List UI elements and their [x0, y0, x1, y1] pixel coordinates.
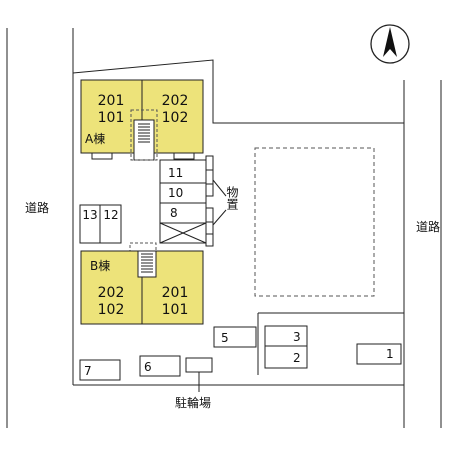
- stall-label-3: 3: [293, 330, 301, 344]
- storage-label: 物置: [225, 186, 239, 210]
- building-a-unit-102: 102: [162, 110, 189, 126]
- storage-pointer-top: [212, 179, 227, 197]
- building-a-unit-left: [80, 79, 143, 154]
- parking-stall-6: [139, 355, 181, 377]
- storage-box-6: [205, 233, 214, 247]
- parking-stall-8: [159, 202, 207, 224]
- building-b-unit-102: 102: [98, 302, 125, 318]
- parking-west-stalls: 13 12: [79, 204, 122, 244]
- building-b-unit-left: [80, 250, 143, 325]
- neighbor-building-outline: [254, 147, 375, 297]
- stall-label-6: 6: [144, 360, 152, 374]
- storage-box-1: [205, 155, 214, 171]
- north-arrow-icon: [383, 27, 397, 57]
- bicycle-parking-label: 駐輪場: [175, 395, 211, 410]
- building-b-unit-101: 101: [162, 302, 189, 318]
- building-b-unit-202: 202: [98, 285, 125, 301]
- building-a: 201 101 202 102 A棟: [80, 79, 204, 161]
- parking-stall-12: [99, 204, 122, 244]
- stall-label-12: 12: [103, 208, 118, 222]
- north-compass: [370, 24, 410, 64]
- storage-box-3: [205, 183, 214, 197]
- storage-box-2: [205, 169, 214, 185]
- storage-units: 物置: [205, 155, 239, 247]
- stall-label-5: 5: [221, 331, 229, 345]
- building-a-unit-right: [141, 79, 204, 154]
- parking-stall-1: [356, 343, 402, 365]
- west-road-label: 道路: [25, 200, 49, 215]
- stall-label-2: 2: [293, 351, 301, 365]
- building-b-label: B棟: [90, 258, 110, 273]
- building-a-ac-unit-right: [173, 152, 195, 160]
- bicycle-parking-area: [185, 357, 213, 373]
- stall-label-7: 7: [84, 364, 92, 378]
- storage-box-5: [205, 221, 214, 235]
- stall-label-8: 8: [170, 206, 178, 220]
- parking-stall-2: [264, 345, 308, 369]
- building-b: B棟 202 102 201 101: [80, 242, 204, 325]
- parking-stall-3: [264, 325, 308, 347]
- stall-label-11: 11: [168, 166, 183, 180]
- stall-label-13: 13: [82, 208, 97, 222]
- east-road-label: 道路: [416, 219, 440, 234]
- building-b-stair: [137, 250, 157, 278]
- building-a-unit-201: 201: [98, 93, 125, 109]
- parking-south-stalls: 5 3 2 1 7 6 駐輪場: [79, 325, 402, 410]
- building-a-label: A棟: [85, 131, 105, 146]
- building-b-stair-steps: [141, 253, 153, 273]
- stall-label-1: 1: [386, 347, 394, 361]
- building-a-stair-steps: [138, 123, 150, 143]
- building-a-ac-unit-left: [91, 152, 113, 160]
- parking-center-column: 11 10 8: [159, 159, 207, 244]
- building-a-unit-202: 202: [162, 93, 189, 109]
- parking-stall-7: [79, 359, 121, 381]
- void-cross-2: [159, 222, 207, 244]
- building-a-unit-101: 101: [98, 110, 125, 126]
- site-boundary: [72, 59, 404, 124]
- stall-label-10: 10: [168, 186, 183, 200]
- storage-box-4: [205, 207, 214, 223]
- parking-stall-5: [213, 326, 257, 348]
- storage-pointer-bottom: [212, 209, 227, 226]
- building-a-dashed-entry: [130, 109, 158, 161]
- building-b-unit-201: 201: [162, 285, 189, 301]
- building-a-stair: [133, 119, 155, 161]
